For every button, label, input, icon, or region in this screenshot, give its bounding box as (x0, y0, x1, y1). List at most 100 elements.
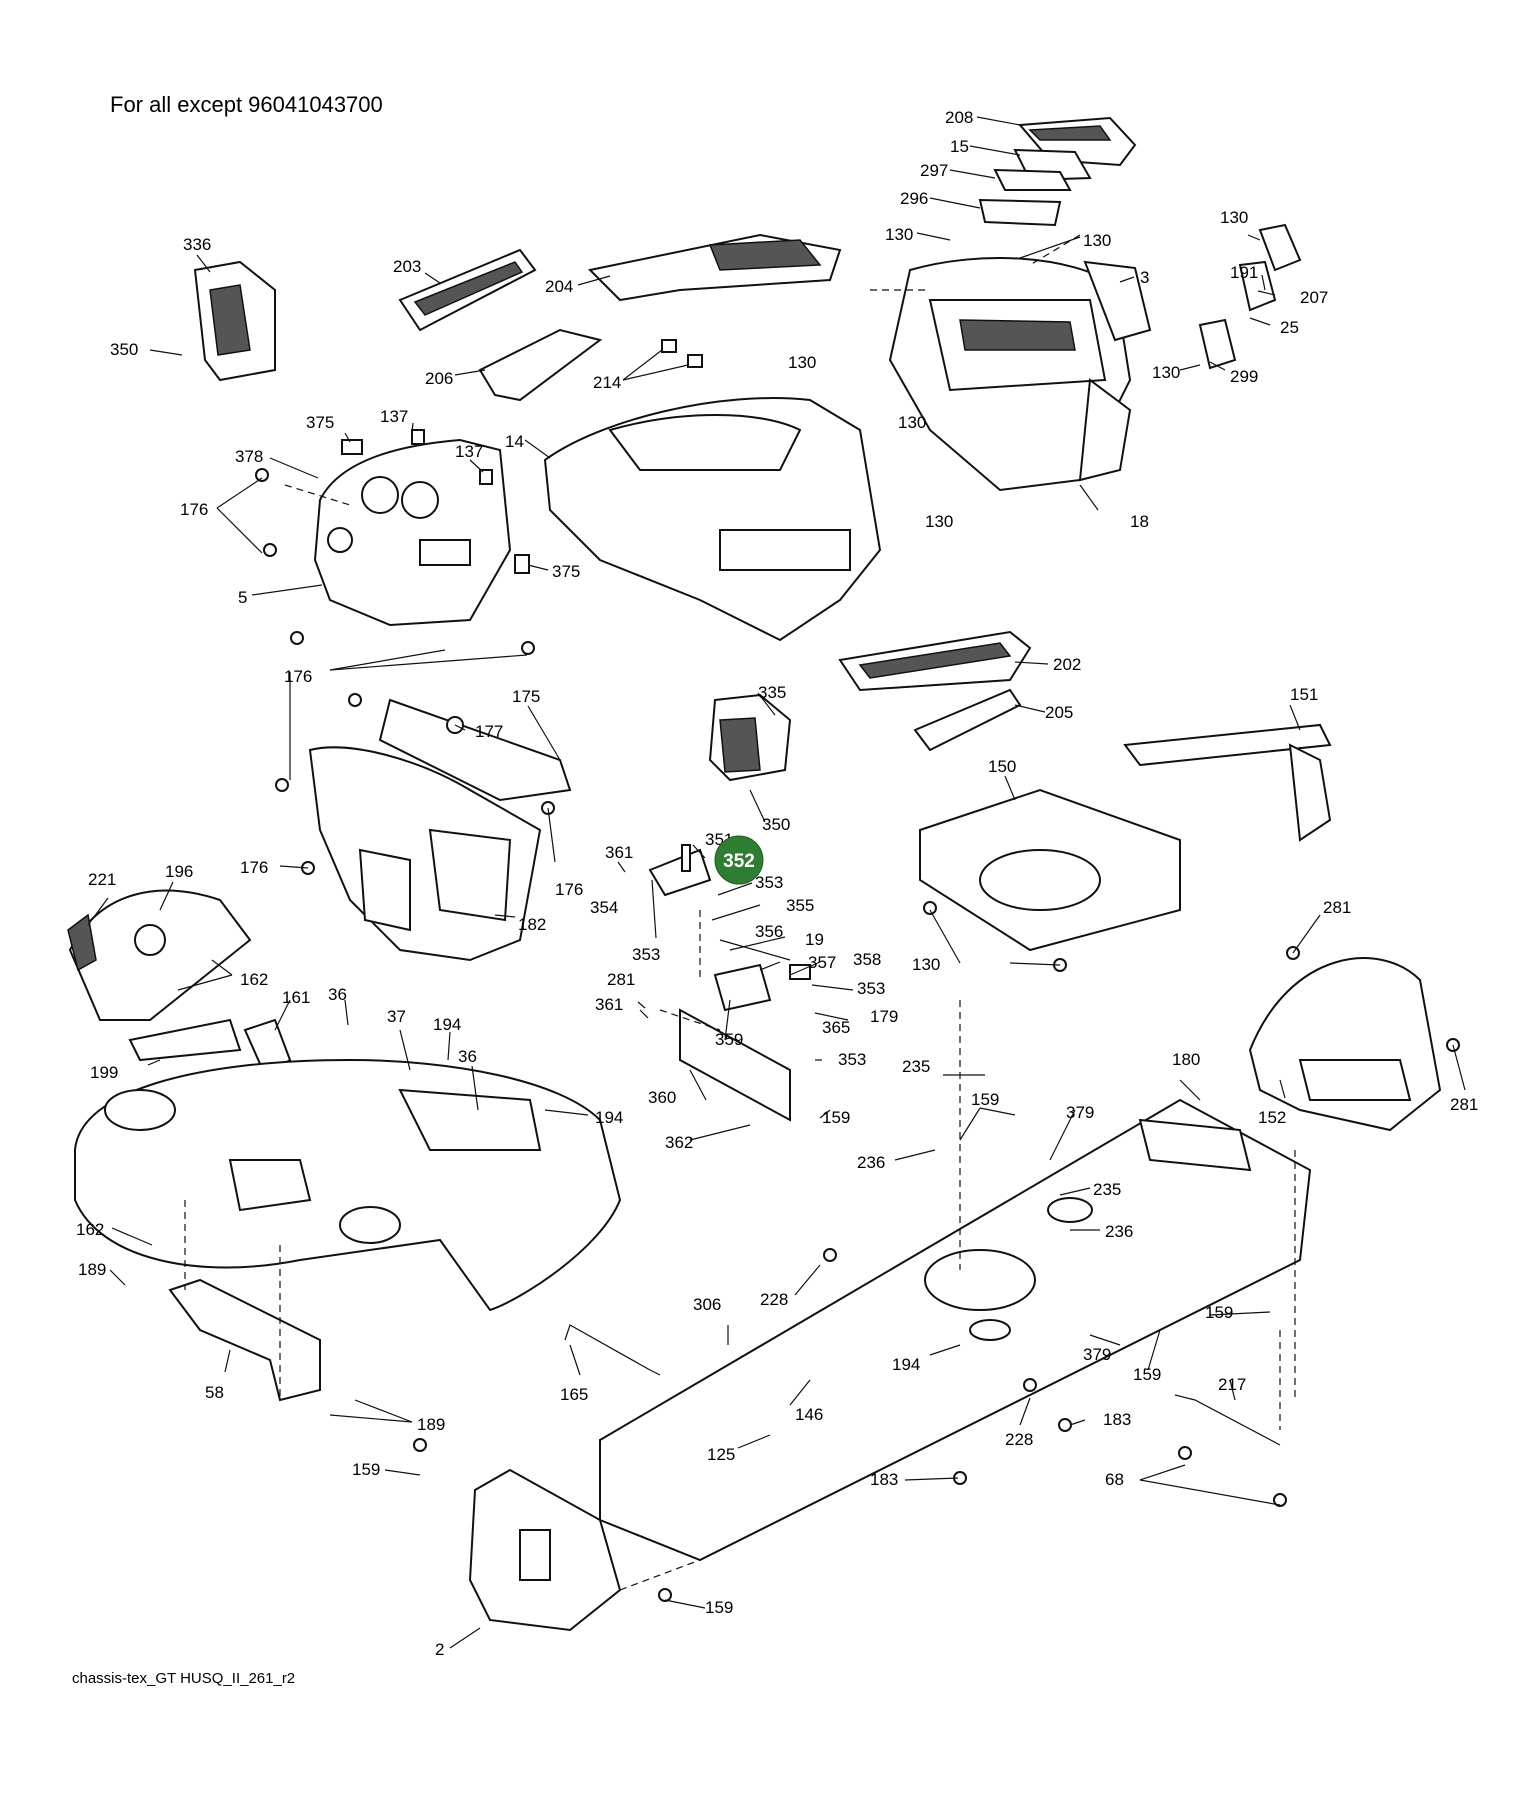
callout-152: 152 (1258, 1108, 1286, 1127)
callout-130: 130 (788, 353, 816, 372)
callout-162: 162 (76, 1220, 104, 1239)
callout-204: 204 (545, 277, 573, 296)
callout-3: 3 (1140, 268, 1149, 287)
callout-206: 206 (425, 369, 453, 388)
callout-159: 159 (352, 1460, 380, 1479)
callout-159: 159 (705, 1598, 733, 1617)
part-37-fender (74, 1058, 622, 1312)
callout-194: 194 (433, 1015, 461, 1034)
callout-130: 130 (925, 512, 953, 531)
callout-221: 221 (88, 870, 116, 889)
part-actuator-assembly (648, 844, 811, 1122)
callout-228: 228 (760, 1290, 788, 1309)
callout-146: 146 (795, 1405, 823, 1424)
callout-203: 203 (393, 257, 421, 276)
part-hood-front (888, 257, 1132, 492)
part-137-clips (411, 429, 493, 485)
part-2-rear-plate (468, 1468, 622, 1632)
callout-359: 359 (715, 1030, 743, 1049)
callout-353: 353 (632, 945, 660, 964)
callout-189: 189 (417, 1415, 445, 1434)
callout-202: 202 (1053, 655, 1081, 674)
part-182-pedestal (308, 746, 542, 962)
diagram-title: For all except 96041043700 (110, 92, 383, 117)
part-217-rod (1174, 1394, 1281, 1446)
callout-159: 159 (1205, 1303, 1233, 1322)
callout-2: 2 (435, 1640, 444, 1659)
callout-159: 159 (822, 1108, 850, 1127)
callout-235: 235 (902, 1057, 930, 1076)
callout-350: 350 (110, 340, 138, 359)
callout-228: 228 (1005, 1430, 1033, 1449)
callout-15: 15 (950, 137, 969, 156)
callout-130: 130 (1220, 208, 1248, 227)
callout-236: 236 (1105, 1222, 1133, 1241)
part-5-dash-panel (313, 438, 512, 627)
callout-358: 358 (853, 950, 881, 969)
part-204-hood-top (587, 233, 842, 302)
callout-180: 180 (1172, 1050, 1200, 1069)
callout-130: 130 (1152, 363, 1180, 382)
part-175-bracket (378, 698, 572, 802)
callout-125: 125 (707, 1445, 735, 1464)
callout-208: 208 (945, 108, 973, 127)
callout-235: 235 (1093, 1180, 1121, 1199)
part-199-trim (128, 1018, 242, 1062)
callout-labels: 208 15 297 296 130 130 3 130 191 207 25 … (76, 108, 1478, 1659)
callout-25: 25 (1280, 318, 1299, 337)
callout-281: 281 (1450, 1095, 1478, 1114)
part-161-cover (243, 1018, 292, 1077)
callout-354: 354 (590, 898, 618, 917)
callout-176: 176 (240, 858, 268, 877)
callout-236: 236 (857, 1153, 885, 1172)
callout-151: 151 (1290, 685, 1318, 704)
callout-194: 194 (595, 1108, 623, 1127)
callout-176: 176 (555, 880, 583, 899)
callout-130: 130 (912, 955, 940, 974)
callout-189: 189 (78, 1260, 106, 1279)
assembly-dash-lines (184, 234, 1296, 1591)
callout-36: 36 (328, 985, 347, 1004)
callout-355: 355 (786, 896, 814, 915)
callout-37: 37 (387, 1007, 406, 1026)
callout-176: 176 (284, 667, 312, 686)
callout-361: 361 (595, 995, 623, 1014)
leader-lines (87, 116, 1466, 1649)
callout-194: 194 (892, 1355, 920, 1374)
highlight-callout-352[interactable]: 352 (714, 835, 764, 885)
part-165-rod (564, 1324, 661, 1376)
callout-281: 281 (607, 970, 635, 989)
callout-362: 362 (665, 1133, 693, 1152)
callout-353: 353 (838, 1050, 866, 1069)
callout-357: 357 (808, 953, 836, 972)
callout-199: 199 (90, 1063, 118, 1082)
callout-378: 378 (235, 447, 263, 466)
callout-365: 365 (822, 1018, 850, 1037)
callout-196: 196 (165, 862, 193, 881)
callout-58: 58 (205, 1383, 224, 1402)
callout-183: 183 (870, 1470, 898, 1489)
highlight-label: 352 (723, 851, 755, 872)
callout-297: 297 (920, 161, 948, 180)
part-335-panel (708, 693, 792, 782)
callout-335: 335 (758, 683, 786, 702)
callout-217: 217 (1218, 1375, 1246, 1394)
part-296-bracket (978, 198, 1062, 227)
callout-350: 350 (762, 815, 790, 834)
callout-179: 179 (870, 1007, 898, 1026)
part-151-bracket (1123, 723, 1332, 842)
callout-336: 336 (183, 235, 211, 254)
callout-207: 207 (1300, 288, 1328, 307)
callout-281: 281 (1323, 898, 1351, 917)
part-214-clips (661, 339, 703, 368)
callout-182: 182 (518, 915, 546, 934)
callout-14: 14 (505, 432, 524, 451)
callout-183: 183 (1103, 1410, 1131, 1429)
part-152-seat-pan (1248, 957, 1442, 1132)
part-14-hood (543, 397, 882, 642)
callout-177: 177 (475, 722, 503, 741)
callout-176: 176 (180, 500, 208, 519)
callout-299: 299 (1230, 367, 1258, 386)
part-202-grille (838, 630, 1032, 692)
part-336-side-panel (193, 260, 276, 382)
